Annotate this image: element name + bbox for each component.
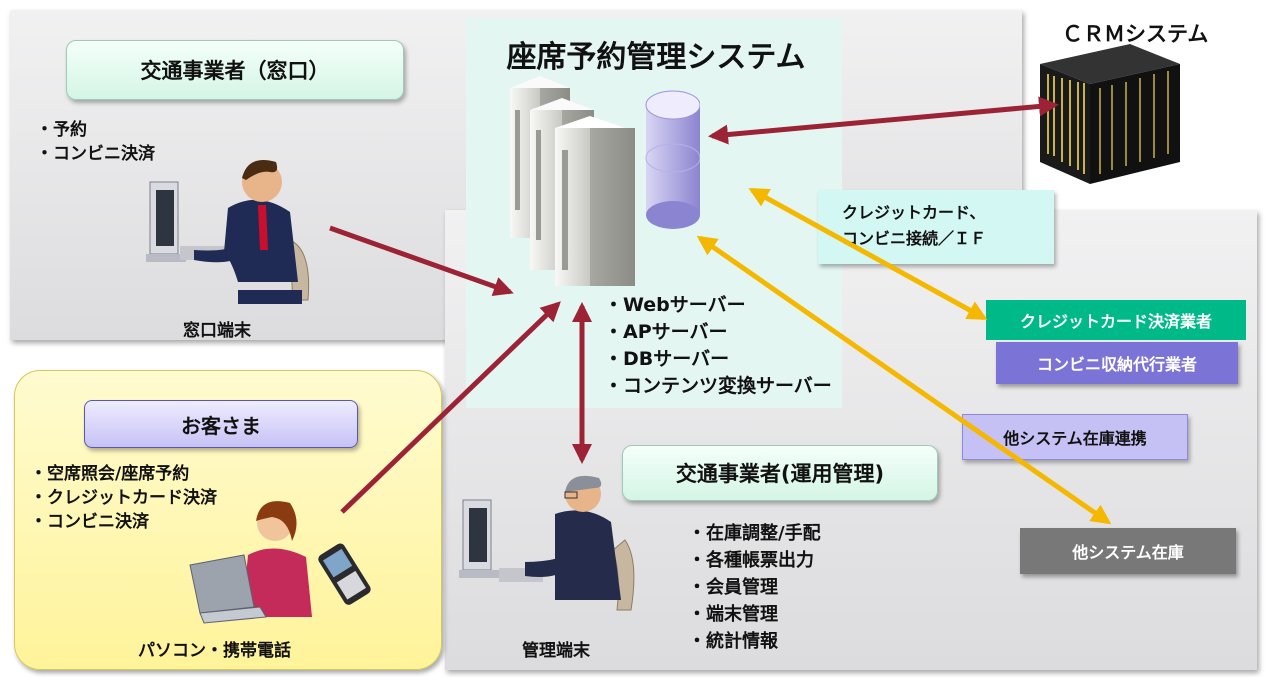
operations-terminal-label: 管理端末: [522, 641, 590, 661]
operations-item: ・端末管理: [688, 604, 778, 625]
arrow-system-crm: [708, 96, 1059, 145]
counter-items: ・予約 ・コンビニ決済: [36, 118, 155, 166]
customer-device-label: パソコン・携帯電話: [138, 641, 291, 661]
arrow-counter-system: [329, 225, 514, 297]
arrow-system-other-inventory: [696, 235, 1112, 525]
customer-title: お客さま: [84, 400, 358, 448]
arrow-customer-system: [340, 301, 561, 514]
operations-item: ・統計情報: [688, 631, 778, 652]
server-list-item: ・APサーバー: [604, 321, 728, 343]
operations-operator-icon: [459, 475, 635, 611]
operations-items: ・在庫調整/手配 ・各種帳票出力 ・会員管理 ・端末管理 ・統計情報: [688, 520, 821, 655]
customer-user-icon: [189, 501, 371, 624]
counter-item: ・予約: [36, 120, 87, 140]
other-inventory-tag: 他システム在庫: [1020, 528, 1236, 574]
counter-terminal-label: 窓口端末: [183, 321, 251, 341]
customer-items: ・空席照会/座席予約 ・クレジットカード決済 ・コンビニ決済: [30, 462, 217, 534]
server-cluster-icon: [510, 76, 700, 286]
customer-item: ・クレジットカード決済: [30, 488, 217, 508]
system-title: 座席予約管理システム: [506, 40, 806, 75]
customer-item: ・空席照会/座席予約: [30, 464, 190, 484]
crm-server-rack-icon: [1040, 44, 1180, 184]
operations-item: ・会員管理: [688, 577, 778, 598]
operations-item: ・各種帳票出力: [688, 550, 814, 571]
operations-item: ・在庫調整/手配: [688, 523, 821, 544]
counter-title: 交通事業者（窓口）: [66, 40, 404, 100]
crm-label: ＣＲＭシステム: [1062, 22, 1209, 46]
counter-item: ・コンビニ決済: [36, 144, 155, 164]
customer-item: ・コンビニ決済: [30, 512, 149, 532]
counter-operator-icon: [146, 160, 310, 304]
